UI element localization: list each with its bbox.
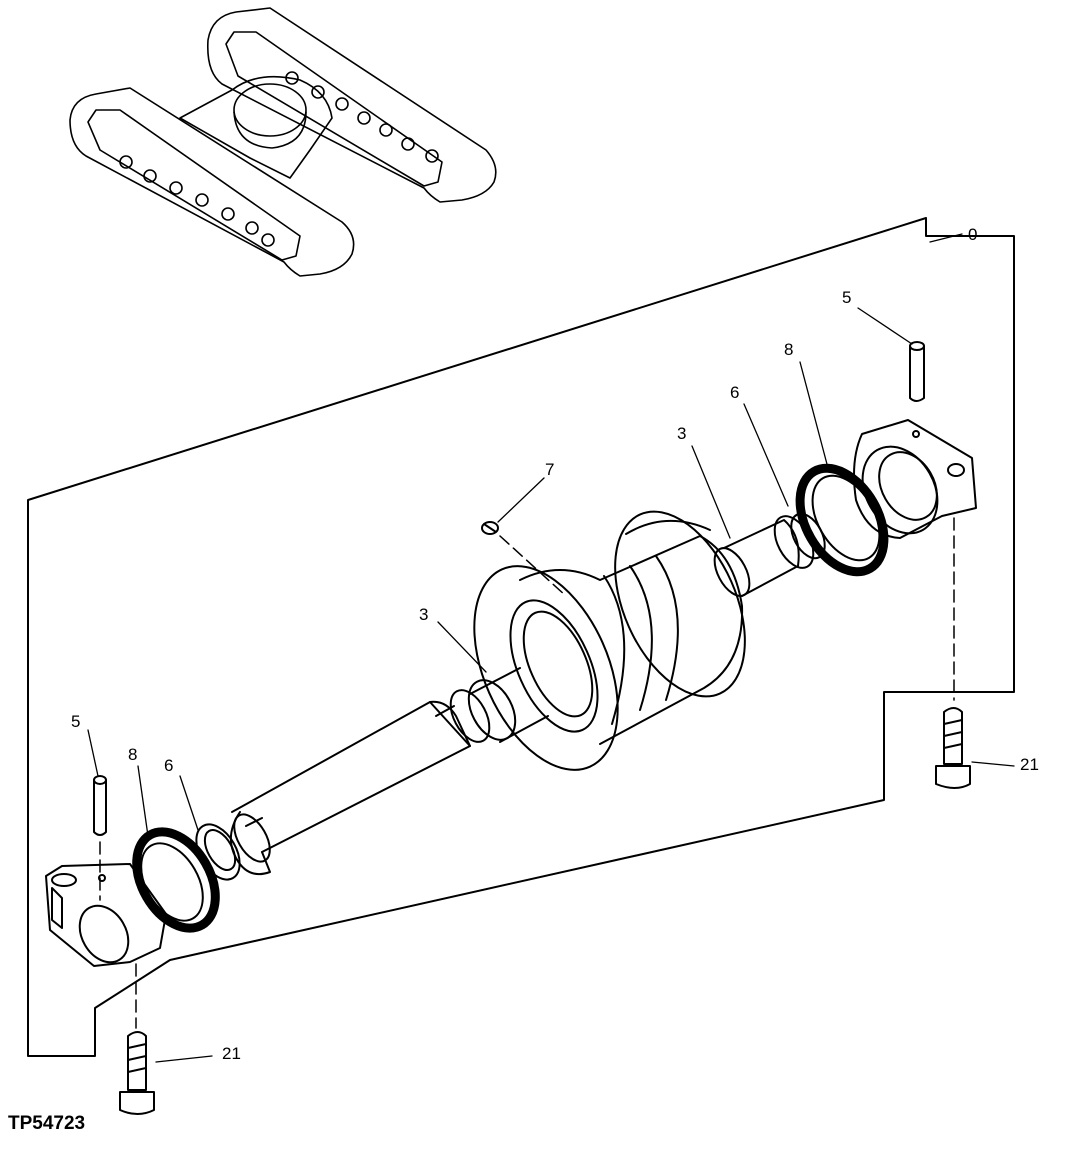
callout-label: 5 bbox=[842, 288, 852, 307]
roller-icons-right bbox=[285, 71, 439, 163]
single-flange-roller bbox=[449, 510, 746, 771]
roller-shaft bbox=[229, 700, 471, 876]
end-cap-right bbox=[853, 419, 977, 539]
assembly-outline bbox=[27, 217, 1015, 1057]
callout-label: 0 bbox=[968, 225, 978, 244]
track-frame-icon bbox=[69, 7, 497, 277]
end-cap-left bbox=[45, 863, 167, 967]
dashed-centerlines bbox=[99, 517, 955, 1029]
callout-label: 3 bbox=[419, 605, 429, 624]
callout-label: 21 bbox=[222, 1044, 241, 1063]
callout-label: 6 bbox=[730, 383, 740, 402]
callout-label: 6 bbox=[164, 756, 174, 775]
callout-label: 5 bbox=[71, 712, 81, 731]
plug bbox=[481, 521, 499, 535]
pin-left bbox=[93, 775, 107, 836]
callout-label: 21 bbox=[1020, 755, 1039, 774]
callout-label: 7 bbox=[545, 460, 555, 479]
figure-id: TP54723 bbox=[8, 1113, 86, 1134]
callout-label: 8 bbox=[784, 340, 794, 359]
pin-right bbox=[909, 341, 925, 402]
cap-screw-right bbox=[935, 707, 971, 789]
duo-cone-seal-right bbox=[795, 463, 889, 577]
roller-icons-left bbox=[119, 155, 275, 247]
callout-label: 3 bbox=[677, 424, 687, 443]
callout-label: 8 bbox=[128, 745, 138, 764]
cap-screw-left bbox=[119, 1031, 155, 1115]
collar-right bbox=[713, 512, 826, 597]
leader-lines bbox=[87, 233, 1015, 1063]
duo-cone-seal-left bbox=[132, 827, 220, 933]
